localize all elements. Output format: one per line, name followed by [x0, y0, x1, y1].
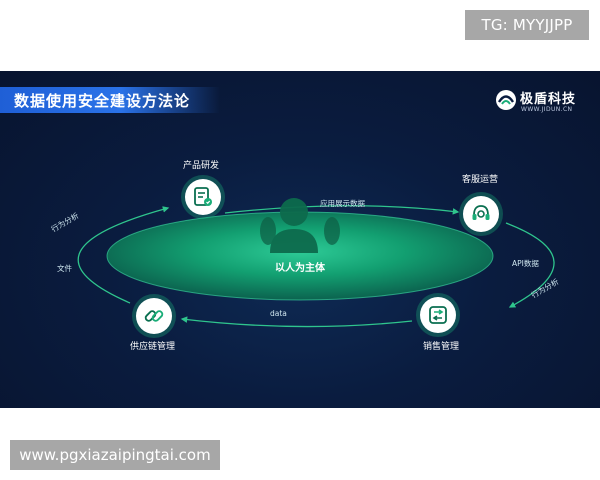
- tg-watermark: TG: MYYJJPP: [465, 10, 589, 40]
- center-platform: [107, 212, 493, 300]
- brand-logo: 极盾科技 WWW.JIDUN.CN: [495, 87, 595, 117]
- brand-url: WWW.JIDUN.CN: [521, 106, 573, 113]
- edge-label-left-lower: 文件: [57, 264, 72, 273]
- edge-label-bottom: data: [270, 309, 287, 318]
- node-customer-ops: [463, 196, 499, 232]
- node-label-customer-ops: 客服运营: [462, 175, 499, 185]
- center-label: 以人为主体: [275, 263, 325, 274]
- edge-label-right-upper: API数据: [512, 259, 539, 268]
- customer-service-icon: [472, 205, 490, 220]
- brand-mark-icon: [496, 90, 516, 110]
- node-supply-chain: [136, 298, 172, 334]
- slide: 数据使用安全建设方法论 极盾科技 WWW.JIDUN.CN 产品研发 客服运营: [0, 71, 600, 408]
- orbit-arc-right: [505, 222, 555, 308]
- slide-title: 数据使用安全建设方法论: [14, 92, 191, 110]
- node-label-sales-mgmt: 销售管理: [423, 342, 460, 352]
- orbit-arc-bottom: [180, 316, 413, 328]
- node-sales-mgmt: [420, 297, 456, 333]
- node-label-supply-chain: 供应链管理: [130, 342, 176, 352]
- chain-link-icon: [144, 310, 164, 322]
- orbit-arc-left: [77, 206, 170, 304]
- node-product-dev: [185, 179, 221, 215]
- document-edit-icon: [194, 187, 212, 206]
- url-watermark: www.pgxiazaipingtai.com: [10, 440, 220, 470]
- node-label-product-dev: 产品研发: [183, 161, 220, 171]
- diagram-canvas: [77, 198, 555, 328]
- person-icon: [260, 198, 340, 253]
- transfer-list-icon: [429, 306, 447, 324]
- edge-label-top: 应用展示数据: [320, 199, 365, 208]
- slide-title-bar: [0, 87, 220, 113]
- orbit-arc-top: [224, 205, 460, 215]
- brand-name: 极盾科技: [520, 92, 577, 107]
